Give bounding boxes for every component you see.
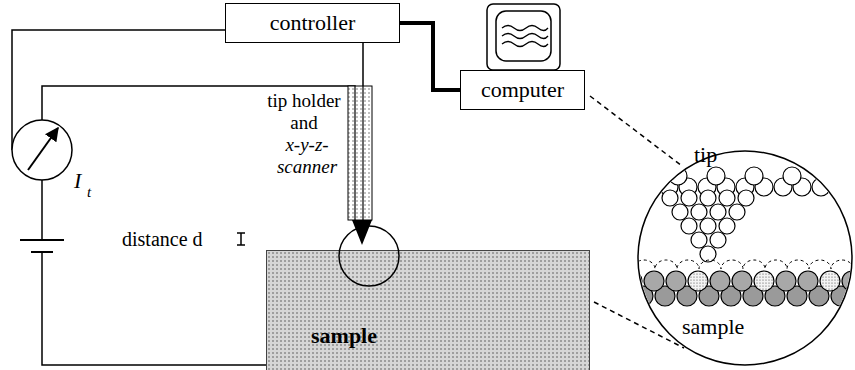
scanner-label: and (290, 112, 317, 133)
drawing-part (631, 167, 649, 185)
drawing-part (745, 167, 763, 185)
drawing-part (593, 167, 611, 185)
drawing-part (502, 26, 548, 31)
drawing-part (240, 233, 242, 245)
wire (354, 86, 355, 220)
drawing-part (669, 167, 687, 185)
ammeter-symbol (12, 120, 72, 180)
drawing-part (666, 271, 686, 291)
drawing-part (611, 286, 631, 306)
drawing-part (622, 178, 640, 196)
drawing-part (820, 271, 840, 291)
atoms (589, 167, 855, 306)
drawing-part (691, 204, 707, 220)
drawing-part (589, 260, 855, 269)
drawing-part (798, 271, 818, 291)
drawing-part (842, 271, 855, 291)
controller-box: controller (225, 3, 400, 43)
drawing-part (641, 178, 659, 196)
drawing-part (502, 34, 548, 39)
current-symbol: I (74, 170, 81, 192)
battery-plate (31, 251, 53, 253)
scanner-label: x-y-z-scanner (277, 134, 337, 177)
drawing-part (700, 190, 716, 206)
tip-symbol (352, 220, 372, 245)
wire (41, 180, 43, 240)
sample-block: sample (266, 250, 590, 370)
distance-label: distance d (122, 228, 203, 250)
drawing-part (672, 204, 688, 220)
tip-region-circle (267, 251, 277, 261)
drawing-part (710, 204, 726, 220)
wire (42, 252, 266, 365)
drawing-part (719, 218, 735, 234)
drawing-part (812, 178, 830, 196)
computer-box: computer (460, 70, 585, 110)
current-symbol: I (74, 168, 81, 193)
sample-label: sample (680, 316, 746, 338)
drawing-part (600, 271, 620, 291)
zoom-leader (590, 96, 682, 166)
wire (362, 43, 364, 220)
drawing-part (831, 178, 849, 196)
distance-label: distance d (122, 228, 203, 250)
meter-needle (28, 128, 58, 170)
drawing-part (850, 178, 855, 196)
screen-waves (502, 26, 548, 47)
drawing-part (754, 271, 774, 291)
tip-region-circle (339, 226, 399, 286)
drawing-part (691, 232, 707, 248)
drawing-part (776, 271, 796, 291)
zoom-circle (638, 151, 852, 365)
drawing-part (681, 190, 697, 206)
drawing-part (622, 271, 642, 291)
drawing-part (700, 246, 716, 262)
drawing-part (710, 232, 726, 248)
node-label: computer (481, 77, 564, 103)
drawing-part (853, 286, 855, 306)
distance-marker (237, 233, 245, 245)
wire (362, 86, 363, 220)
wire (42, 86, 355, 220)
drawing-part (738, 190, 754, 206)
current-subscript: t (87, 181, 91, 203)
scanner-label: x-y-z-scanner (272, 134, 342, 178)
drawing-part (821, 167, 839, 185)
drawing-part (710, 271, 730, 291)
battery-plate (20, 239, 64, 241)
scanner-label: tip holder (262, 90, 346, 112)
drawing-part (681, 218, 697, 234)
drawing-part (729, 204, 745, 220)
drawing-part (644, 271, 664, 291)
drawing-part (502, 42, 548, 47)
drawing-part (688, 271, 708, 291)
scanner-label: and (262, 112, 346, 134)
drawing-part (662, 190, 678, 206)
data-cable (400, 23, 460, 90)
drawing-part (719, 190, 735, 206)
drawing-part (603, 178, 621, 196)
drawing-part (707, 167, 725, 185)
sample-label: sample (682, 314, 744, 339)
scanner-body (348, 86, 372, 220)
current-subscript: t (87, 184, 91, 200)
drawing-part (783, 167, 801, 185)
monitor-screen (496, 11, 551, 61)
drawing-part (700, 218, 716, 234)
monitor (487, 4, 560, 70)
tip-label: tip (694, 144, 717, 166)
node-label: sample (311, 323, 377, 348)
node-label: controller (270, 10, 356, 36)
drawing-part (732, 271, 752, 291)
scanner-label: tip holder (267, 90, 340, 111)
tip-label: tip (694, 142, 717, 167)
